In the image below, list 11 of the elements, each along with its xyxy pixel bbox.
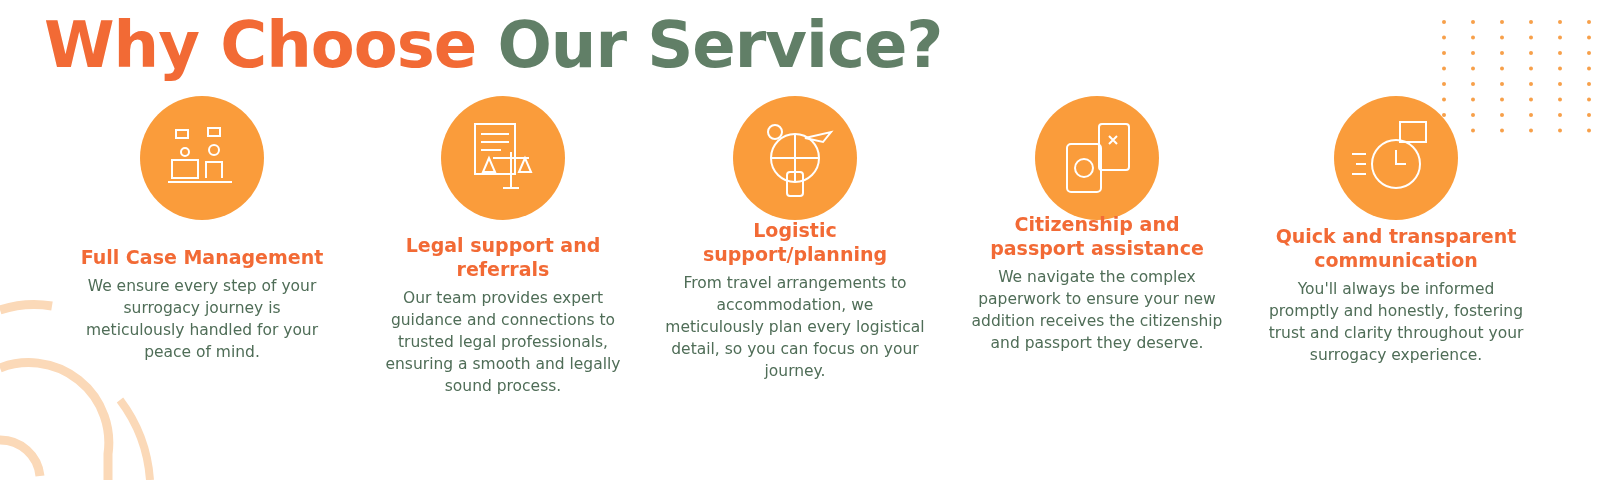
description-text: We navigate the complex paperwork to ensure your new addition receives the citizenship and passport they deserve.	[970, 267, 1224, 354]
heading: Logistic support/planning	[701, 218, 889, 266]
description-text: From travel arrangements to accommodation, we meticulously plan every logistical detail, so you can focus on your journey.	[665, 273, 925, 382]
heading: Full Case Management	[79, 245, 325, 269]
heading: Quick and transparent communication	[1274, 224, 1518, 272]
title: Why Choose Our Service?	[44, 8, 943, 82]
description-text: You'll always be informed promptly and honestly, fostering trust and clarity throughout your surrogacy experience.	[1267, 279, 1525, 366]
heading: Citizenship and passport assistance	[989, 212, 1205, 260]
description-text: We ensure every step of your surrogacy journey is meticulously handled for your peace of mind.	[84, 276, 320, 363]
description-text: Our team provides expert guidance and connections to trusted legal professionals, ensuring a smooth and legally sound process.	[384, 288, 622, 397]
heading: Legal support and referrals	[404, 233, 602, 281]
